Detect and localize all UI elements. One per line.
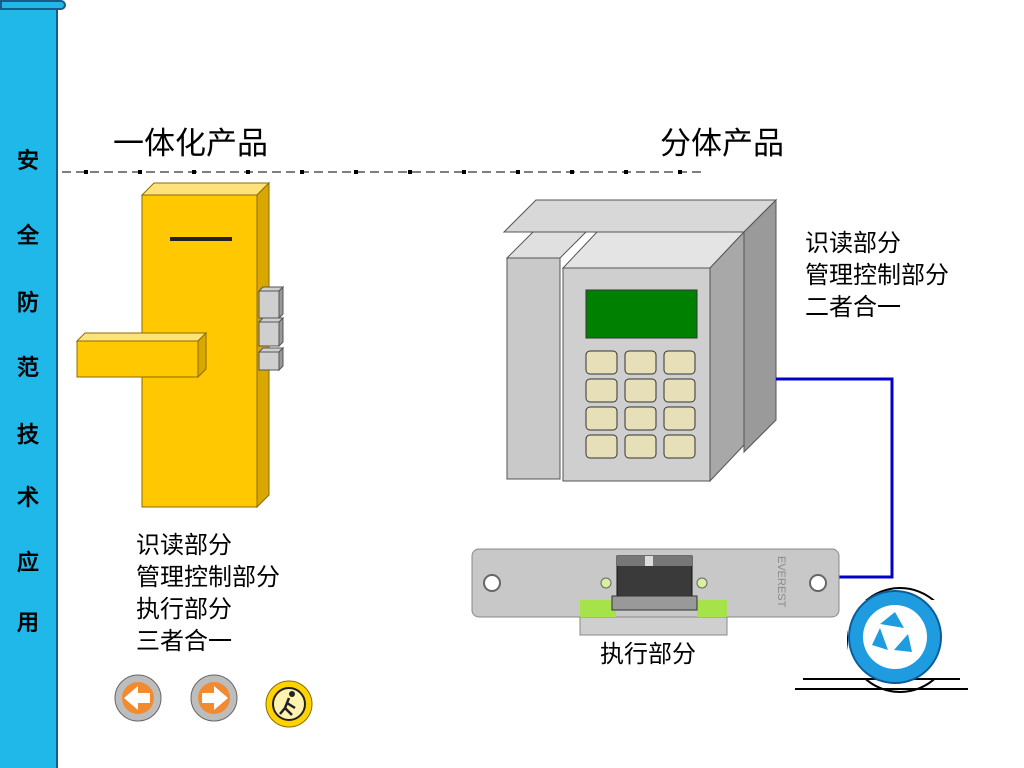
sidebar-char: 范 (16, 355, 39, 381)
sidebar-char: 应 (16, 550, 39, 576)
sidebar-scroll-curl (0, 0, 66, 10)
strike-brand-text: EVEREST (775, 556, 787, 608)
reader-controller-illustration (502, 198, 778, 483)
connection-wire (776, 377, 894, 579)
sidebar-char: 用 (16, 610, 39, 636)
reader-line: 识读部分 (805, 229, 901, 257)
sidebar: 安 全 防 范 技 术 应 用 (0, 0, 58, 768)
executor-label: 执行部分 (600, 640, 696, 668)
integrated-line: 执行部分 (136, 595, 232, 623)
integrated-lock-illustration (75, 181, 285, 509)
sidebar-char: 安 (16, 148, 39, 174)
integrated-line: 识读部分 (136, 531, 232, 559)
exit-icon[interactable] (265, 680, 313, 728)
heading-integrated: 一体化产品 (113, 126, 268, 162)
previous-arrow-icon[interactable] (114, 674, 162, 722)
integrated-line: 管理控制部分 (136, 563, 280, 591)
dashed-divider (62, 170, 702, 174)
sidebar-char: 术 (16, 485, 39, 511)
recycle-icon (795, 587, 968, 693)
electric-strike-illustration: EVEREST (471, 548, 840, 636)
sidebar-char: 全 (16, 223, 39, 249)
next-arrow-icon[interactable] (190, 674, 238, 722)
reader-line: 管理控制部分 (805, 261, 949, 289)
integrated-description: 识读部分管理控制部分执行部分三者合一 (136, 529, 280, 657)
reader-description: 识读部分管理控制部分二者合一 (805, 227, 949, 323)
integrated-line: 三者合一 (136, 627, 232, 655)
sidebar-char: 技 (16, 422, 39, 448)
sidebar-char: 防 (16, 290, 39, 316)
heading-split: 分体产品 (660, 126, 784, 162)
reader-line: 二者合一 (805, 293, 901, 321)
